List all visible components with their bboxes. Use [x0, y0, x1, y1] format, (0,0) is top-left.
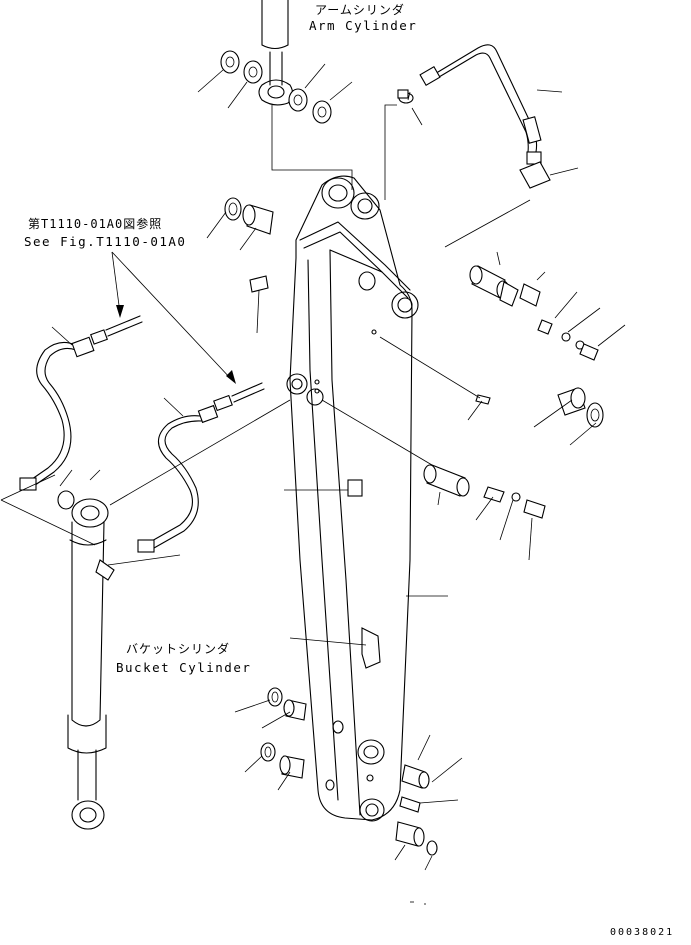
leader-lines-right	[206, 91, 626, 871]
shim-washers	[220, 50, 332, 124]
reference-arrows	[111, 251, 236, 384]
bucket-cylinder-label-en: Bucket Cylinder	[116, 660, 252, 675]
arm-cylinder-label-jp: アームシリンダ	[315, 3, 405, 17]
bucket-cylinder-label-jp: バケットシリンダ	[126, 642, 231, 656]
drawing-code: 00038021	[610, 927, 675, 938]
leader-lines	[197, 63, 397, 200]
bucket-cylinder	[57, 399, 291, 830]
hoses-left	[0, 315, 265, 553]
hydraulic-tube-top	[397, 44, 579, 189]
pins-and-bushings	[224, 197, 604, 856]
arm-cylinder-label-en: Arm Cylinder	[309, 18, 418, 33]
reference-label-jp: 第T1110-01A0図参照	[28, 217, 163, 231]
center-mark	[410, 901, 426, 905]
arm-cylinder-rod	[258, 0, 294, 106]
arm-body	[286, 175, 419, 822]
reference-label-en: See Fig.T1110-01A0	[24, 234, 187, 249]
